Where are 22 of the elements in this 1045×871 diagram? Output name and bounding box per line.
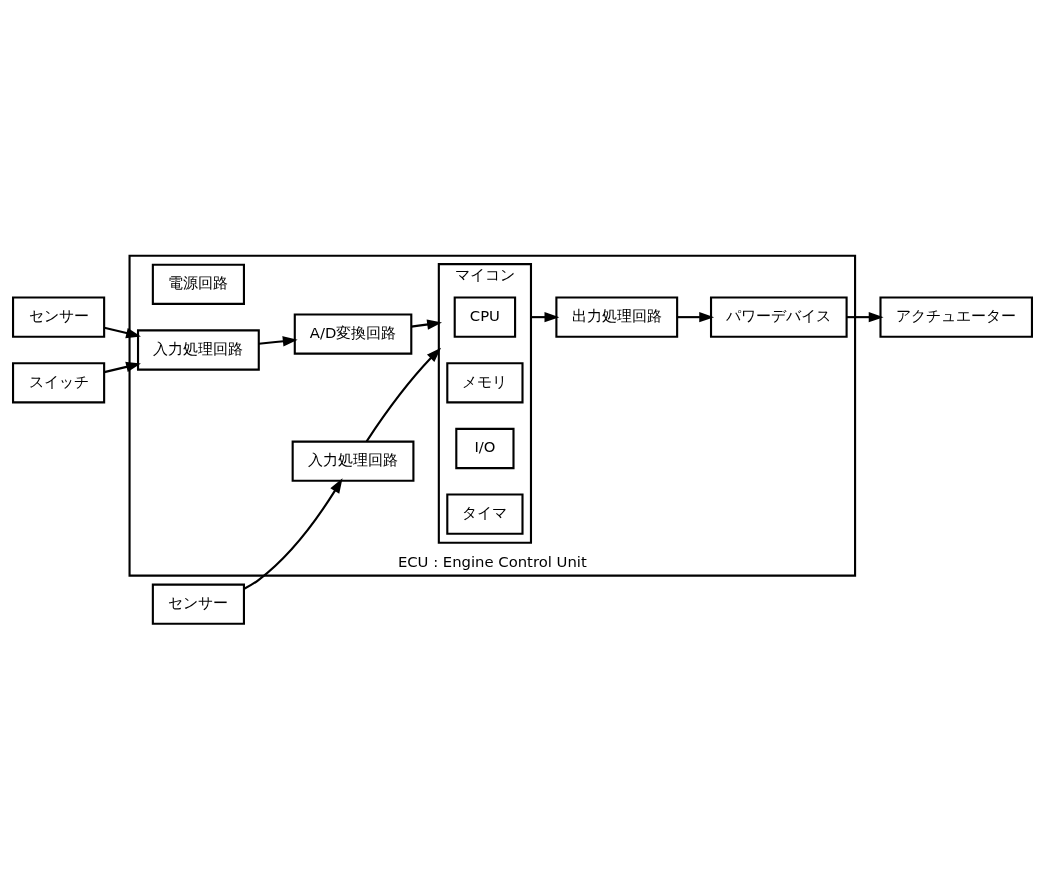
node-box: パワーデバイス — [709, 296, 848, 338]
node-box: 出力処理回路 — [555, 296, 679, 338]
node-box: 入力処理回路 — [136, 329, 260, 371]
arrow — [677, 311, 715, 323]
node-box: A/D変換回路 — [293, 313, 413, 355]
arrow — [243, 478, 343, 590]
arrow — [411, 319, 442, 330]
node-box: I/O — [455, 427, 515, 470]
node-box: アクチュエーター — [879, 296, 1033, 338]
node-box: センサー — [12, 296, 106, 338]
arrow — [258, 336, 298, 347]
node-box: スイッチ — [12, 362, 106, 404]
node-box: センサー — [151, 583, 245, 625]
arrow — [104, 361, 141, 374]
arrow — [365, 347, 442, 442]
node-box: 電源回路 — [151, 263, 245, 305]
node-box: メモリ — [446, 362, 524, 404]
arrow — [846, 311, 884, 323]
node-box: CPU — [453, 296, 517, 338]
arrow — [104, 326, 141, 339]
node-box: タイマ — [446, 493, 524, 535]
node-box: 入力処理回路 — [291, 440, 415, 482]
